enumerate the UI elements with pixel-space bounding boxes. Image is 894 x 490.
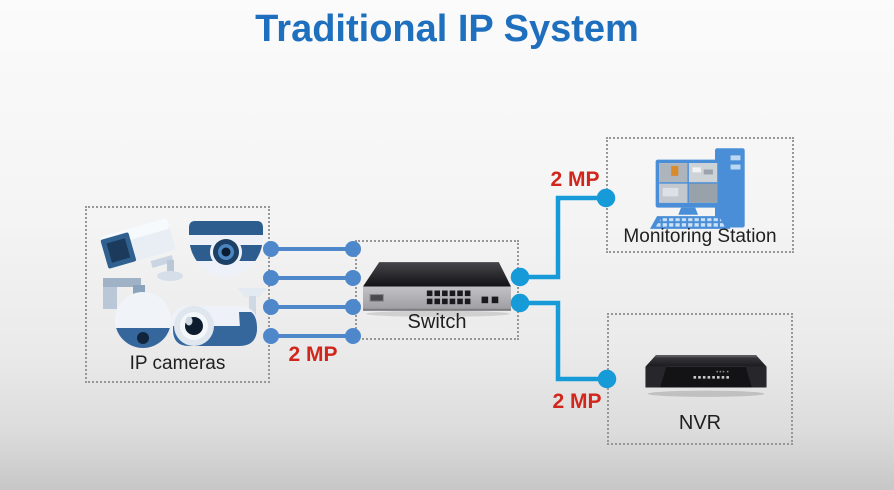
ip-cameras-group-box: IP cameras	[85, 206, 270, 383]
monitoring-station-label: Monitoring Station	[623, 226, 777, 247]
link-cameras-to-switch	[263, 241, 361, 344]
link-switch-to-monitoring	[510, 188, 616, 287]
nvr-label: NVR	[678, 412, 722, 434]
link-switch-to-nvr	[510, 293, 617, 389]
switch-icon	[363, 262, 511, 317]
mp-label-switch-nvr: 2 MP	[552, 390, 602, 413]
ptz-camera-icon	[103, 278, 171, 348]
switch-ports	[426, 290, 499, 305]
monitor-stand	[678, 207, 699, 215]
switch-group-box: Switch	[355, 240, 519, 340]
dome-camera-icon	[189, 221, 263, 277]
nvr-group-box: NVR	[607, 313, 793, 445]
ip-cameras-label: IP cameras	[129, 353, 226, 374]
mp-label-switch-monitoring: 2 MP	[550, 168, 600, 191]
nvr-buttons	[693, 376, 729, 379]
page-title: Traditional IP System	[255, 8, 639, 50]
monitoring-station-group-box: Monitoring Station	[606, 137, 794, 253]
box-camera-icon	[100, 218, 183, 281]
monitoring-station-icon	[650, 148, 745, 229]
mp-label-cameras-switch: 2 MP	[288, 343, 338, 366]
switch-label: Switch	[407, 311, 467, 333]
bullet-camera-icon	[171, 288, 267, 346]
nvr-icon	[645, 355, 767, 397]
nvr-leds	[716, 370, 729, 373]
